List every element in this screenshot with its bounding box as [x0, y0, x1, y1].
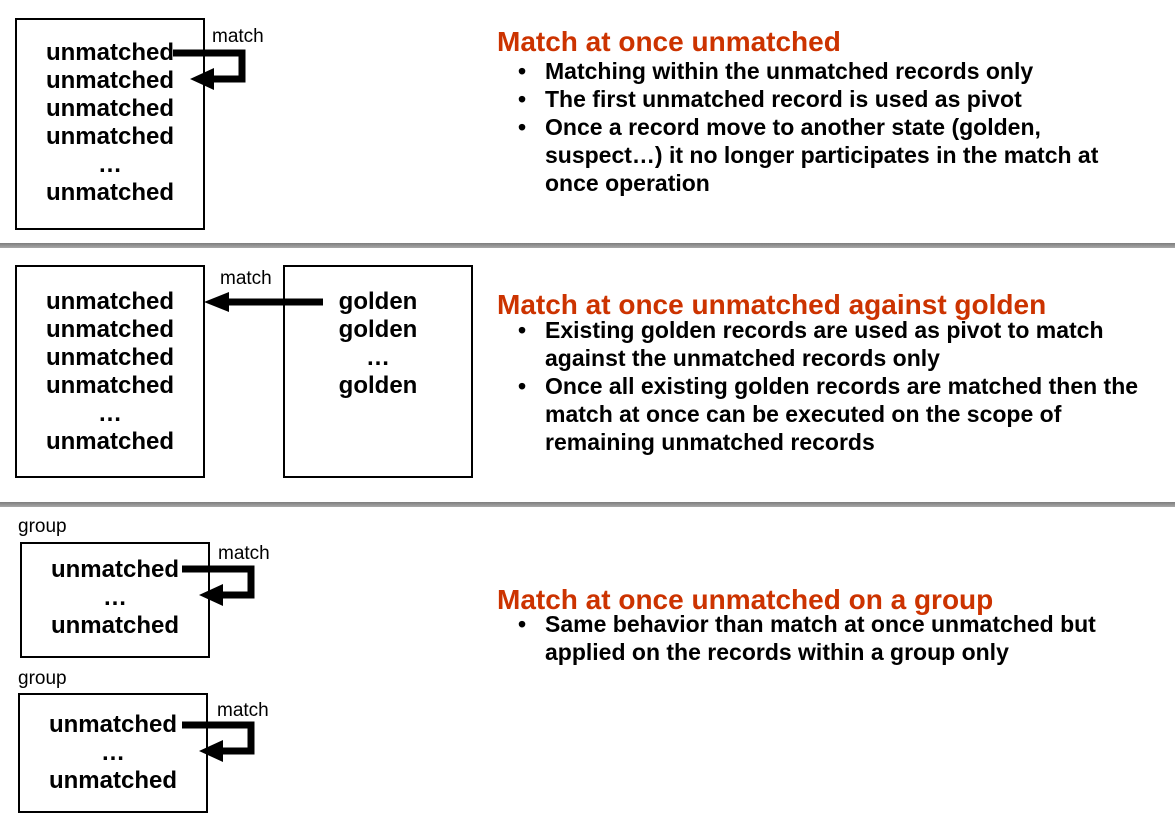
ellipsis-line: …: [366, 344, 390, 371]
record-line: unmatched: [45, 67, 174, 94]
group-label: group: [18, 516, 67, 537]
record-line: unmatched: [50, 612, 179, 639]
bullet-item: • Matching within the unmatched records …: [518, 57, 1145, 85]
self-loop-arrow-icon: [182, 721, 255, 762]
bullet-text: Same behavior than match at once unmatch…: [545, 611, 1096, 665]
section-heading: Match at once unmatched: [497, 26, 841, 57]
record-line: unmatched: [45, 428, 174, 455]
record-line: unmatched: [45, 95, 174, 122]
record-line: unmatched: [50, 556, 179, 583]
bullet-item: • Existing golden records are used as pi…: [518, 316, 1145, 372]
self-loop-arrow-icon: [173, 49, 246, 90]
record-line: unmatched: [45, 288, 174, 315]
bullet-icon: •: [518, 373, 527, 399]
bullet-list: • Same behavior than match at once unmat…: [518, 610, 1145, 666]
bullet-icon: •: [518, 58, 527, 84]
bullet-list: • Existing golden records are used as pi…: [518, 316, 1145, 456]
record-line: unmatched: [45, 372, 174, 399]
record-line: golden: [338, 316, 418, 343]
ellipsis-line: …: [98, 151, 122, 178]
bullet-icon: •: [518, 611, 527, 637]
match-arrow-label: match: [218, 543, 270, 564]
match-arrow-label: match: [217, 700, 269, 721]
record-line: unmatched: [48, 711, 177, 738]
section-divider: [0, 243, 1175, 248]
group-records-box: unmatched … unmatched: [18, 693, 208, 813]
bullet-icon: •: [518, 114, 527, 140]
bullet-item: • Same behavior than match at once unmat…: [518, 610, 1145, 666]
record-line: golden: [338, 372, 418, 399]
unmatched-records-box: unmatched unmatched unmatched unmatched …: [15, 265, 205, 478]
record-line: unmatched: [45, 179, 174, 206]
bullet-item: • Once all existing golden records are m…: [518, 372, 1145, 456]
bullet-icon: •: [518, 317, 527, 343]
golden-records-box: golden golden … golden: [283, 265, 473, 478]
left-arrow-icon: [204, 292, 323, 312]
record-line: unmatched: [45, 316, 174, 343]
section-divider: [0, 502, 1175, 507]
bullet-text: Once a record move to another state (gol…: [545, 114, 1099, 196]
bullet-text: Matching within the unmatched records on…: [545, 58, 1034, 84]
bullet-text: Once all existing golden records are mat…: [545, 373, 1139, 455]
ellipsis-line: …: [101, 739, 125, 766]
bullet-list: • Matching within the unmatched records …: [518, 57, 1145, 197]
record-line: unmatched: [48, 767, 177, 794]
match-arrow-label: match: [220, 268, 272, 289]
bullet-icon: •: [518, 86, 527, 112]
record-line: unmatched: [45, 39, 174, 66]
record-line: unmatched: [45, 344, 174, 371]
ellipsis-line: …: [103, 584, 127, 611]
bullet-item: • Once a record move to another state (g…: [518, 113, 1145, 197]
section-heading: Match at once unmatched against golden: [497, 289, 1047, 320]
bullet-text: Existing golden records are used as pivo…: [545, 317, 1104, 371]
match-arrow-label: match: [212, 26, 264, 47]
self-loop-arrow-icon: [182, 565, 255, 606]
record-line: golden: [338, 288, 418, 315]
group-label: group: [18, 668, 67, 689]
section-heading: Match at once unmatched on a group: [497, 584, 994, 615]
ellipsis-line: …: [98, 400, 122, 427]
bullet-item: • The first unmatched record is used as …: [518, 85, 1145, 113]
group-records-box: unmatched … unmatched: [20, 542, 210, 658]
record-line: unmatched: [45, 123, 174, 150]
bullet-text: The first unmatched record is used as pi…: [545, 86, 1022, 112]
